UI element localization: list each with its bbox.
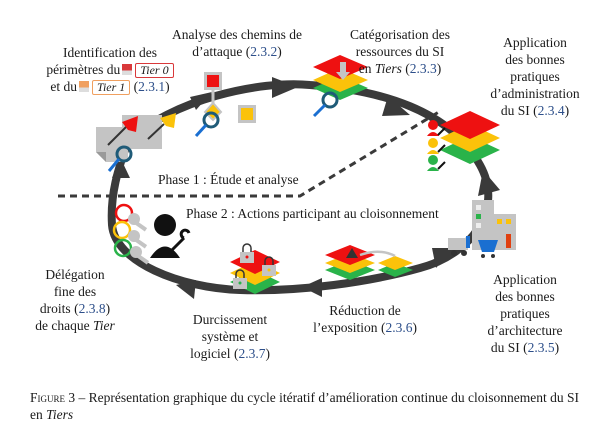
arrowhead — [176, 280, 196, 299]
tier-layers-icon — [312, 55, 368, 118]
label-line: Analyse des chemins de — [171, 27, 303, 42]
arrowheads — [112, 77, 500, 299]
label-italic: Tier — [92, 318, 115, 333]
label-line: d’attaque — [192, 44, 243, 59]
admin-user-icon — [154, 214, 176, 236]
attack-path-icon — [194, 72, 256, 138]
label-line: ressources du SI — [355, 44, 445, 59]
caption-text: Représentation graphique du cycle itérat… — [30, 390, 579, 422]
figure-label: Figure 3 — [30, 390, 76, 405]
wrench-icon — [168, 228, 191, 254]
section-ref[interactable]: 2.3.1 — [138, 79, 166, 94]
label-line: droits — [39, 301, 71, 316]
padlock-icon — [262, 256, 276, 276]
label-line: Application — [503, 35, 567, 50]
phase-separator — [58, 108, 443, 198]
label-line: d’architecture — [487, 323, 563, 338]
label-line: pratiques — [510, 69, 560, 84]
label-line: Délégation — [45, 267, 105, 282]
section-ref[interactable]: 2.3.3 — [409, 61, 437, 76]
padlock-icon — [233, 269, 247, 289]
label-line: du SI — [490, 340, 520, 355]
label-line: système et — [201, 329, 259, 344]
section-ref[interactable]: 2.3.5 — [527, 340, 555, 355]
magnifier-icon — [321, 91, 339, 109]
step-label-identification: Identification des périmètres du Tier 0 e… — [30, 44, 190, 95]
wrench-icon — [437, 144, 446, 153]
wrench-icon — [437, 161, 446, 170]
label-line: l’exposition — [313, 320, 378, 335]
arrowhead — [478, 170, 500, 196]
label-line: logiciel — [190, 346, 231, 361]
admin-user-icon — [428, 120, 438, 130]
section-ref[interactable]: 2.3.6 — [385, 320, 413, 335]
tier0-flag-icon — [122, 64, 133, 75]
padlock-icon — [240, 243, 254, 263]
key-ring-icon — [112, 220, 132, 240]
label-line: Durcissement — [192, 312, 268, 327]
architecture-icon — [448, 200, 516, 258]
section-ref[interactable]: 2.3.8 — [78, 301, 106, 316]
label-line: Identification des — [62, 45, 158, 60]
step-label-exposition: Réduction de l’exposition (2.3.6) — [313, 303, 417, 335]
wrench-icon — [437, 127, 446, 136]
hardening-icon — [230, 243, 280, 294]
magnifier-icon — [115, 145, 133, 163]
admin-tiers-icon — [427, 111, 500, 171]
caption-dash: – — [75, 390, 89, 405]
arrowhead — [272, 77, 298, 98]
arrowhead — [112, 157, 130, 178]
label-line: de chaque — [35, 318, 90, 333]
warning-icon — [346, 248, 358, 258]
label-italic: Tiers — [374, 61, 402, 76]
step-label-admin: Application des bonnes pratiques d’admin… — [490, 35, 580, 118]
tier1-badge: Tier 1 — [91, 80, 131, 95]
label-line: Application — [493, 272, 557, 287]
admin-user-icon — [428, 138, 438, 148]
magnifier-icon — [202, 111, 220, 129]
phase1-label: Phase 1 : Étude et analyse — [158, 172, 299, 187]
step-label-delegation: Délégation fine des droits (2.3.8) de ch… — [35, 267, 115, 333]
section-ref[interactable]: 2.3.7 — [238, 346, 266, 361]
tier0-badge: Tier 0 — [135, 63, 174, 78]
section-ref[interactable]: 2.3.4 — [537, 103, 565, 118]
documents-pin-icon — [96, 113, 176, 172]
key-ring-icon — [113, 238, 133, 258]
arrowhead — [190, 92, 212, 110]
step-label-analyse: Analyse des chemins de d’attaque (2.3.2) — [171, 27, 303, 59]
label-line: pratiques — [500, 306, 550, 321]
caption-italic: Tiers — [46, 407, 74, 422]
arrowhead — [432, 248, 454, 268]
label-line: d’administration — [490, 86, 580, 101]
label-line: des bonnes — [505, 52, 565, 67]
label-line: du SI — [500, 103, 530, 118]
label-line: en — [358, 61, 372, 76]
section-ref[interactable]: 2.3.2 — [250, 44, 278, 59]
tier1-flag-icon — [78, 81, 89, 92]
label-line: Catégorisation des — [349, 27, 451, 42]
phase2-label: Phase 2 : Actions participant au cloison… — [186, 206, 439, 221]
arrowhead — [302, 278, 322, 297]
step-label-categorisation: Catégorisation des ressources du SI en T… — [349, 27, 451, 76]
label-line: Réduction de — [329, 303, 401, 318]
admin-user-icon — [428, 155, 438, 165]
label-line: périmètres du — [46, 62, 121, 77]
delegation-icon — [112, 203, 191, 265]
arrowhead — [382, 96, 410, 116]
label-line: des bonnes — [495, 289, 555, 304]
cart-icon — [478, 240, 498, 252]
figure-caption: Figure 3 – Représentation graphique du c… — [30, 389, 590, 423]
step-label-durcissement: Durcissement système et logiciel (2.3.7) — [190, 312, 270, 361]
step-label-architecture: Application des bonnes pratiques d’archi… — [487, 272, 563, 355]
exposure-reduction-icon — [325, 245, 413, 280]
label-line: et du — [50, 79, 77, 94]
label-line: fine des — [53, 284, 97, 299]
